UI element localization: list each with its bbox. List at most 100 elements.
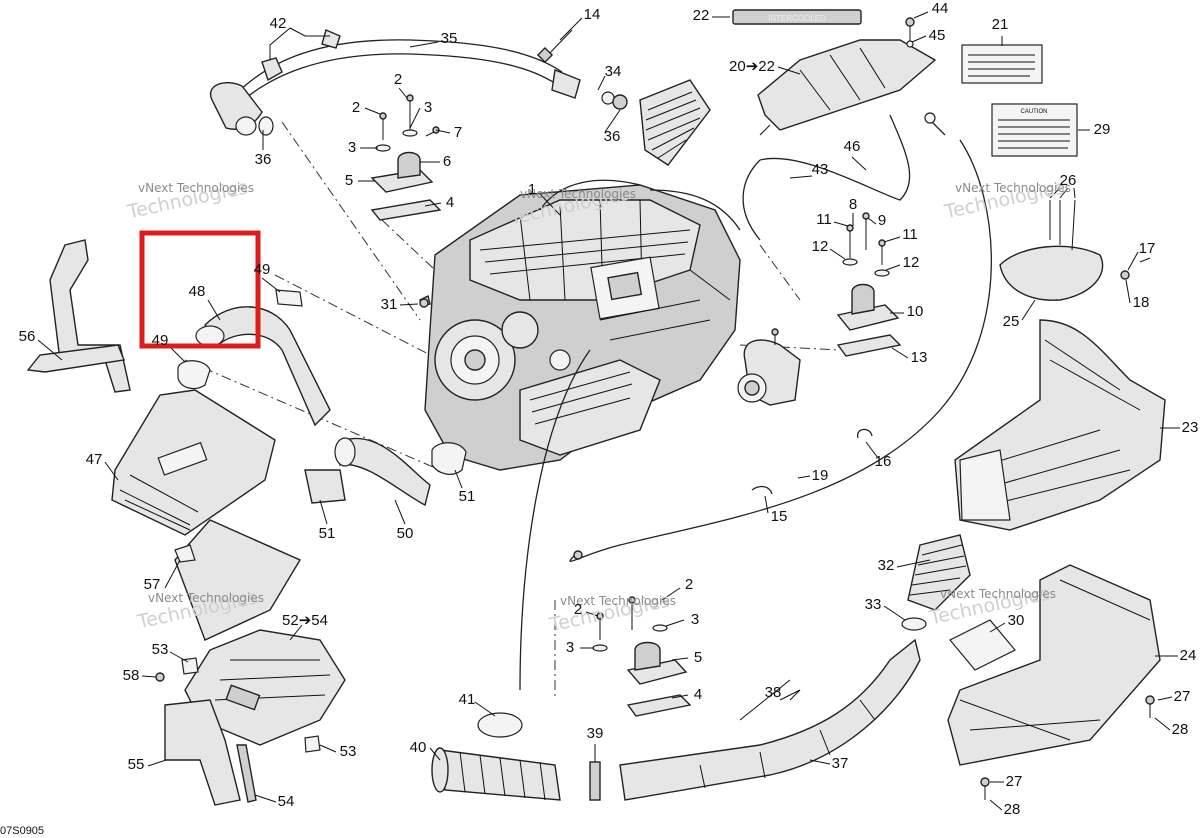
callout-19: 20➔22 [729, 58, 775, 75]
engine-block [419, 179, 741, 471]
callout-49: 52➔54 [282, 612, 328, 629]
lower-air-box [947, 564, 1161, 800]
callout-4: 7 [454, 124, 462, 141]
intercooler-decal-text: INTERCOOLED [768, 14, 826, 23]
engine-mount-right [836, 212, 902, 357]
callout-12: 42 [270, 15, 287, 32]
callout-20: 29 [1094, 121, 1111, 138]
callout-16: 44 [932, 0, 949, 17]
intake-duct [431, 638, 921, 801]
highlight-box [139, 230, 261, 349]
callout-1: 2 [394, 71, 402, 88]
caution-label-text: CAUTION [1021, 109, 1048, 115]
callout-17: 45 [929, 27, 946, 44]
watermark-small-2: vNext Technologies [955, 181, 1071, 195]
callout-43: 31 [381, 296, 398, 313]
callout-62: 33 [865, 596, 882, 613]
callout-72: 38 [765, 684, 782, 701]
warning-labels: CAUTION [961, 44, 1078, 157]
top-cover: INTERCOOLED [732, 9, 937, 136]
callout-29: 10 [907, 303, 924, 320]
callout-34: 25 [1003, 313, 1020, 330]
callout-42: 56 [19, 328, 36, 345]
skid-plate [155, 519, 346, 806]
intercooler [26, 239, 276, 536]
callout-9: 14 [584, 6, 601, 23]
intake-bellows-top [536, 29, 711, 166]
callout-25: 9 [878, 212, 886, 229]
callout-65: 27 [1174, 688, 1191, 705]
callout-70: 40 [410, 739, 427, 756]
callout-31: 26 [1060, 172, 1077, 189]
intake-bellows-lower [901, 534, 971, 631]
callout-30: 13 [911, 349, 928, 366]
callout-5: 3 [348, 139, 356, 156]
callout-73: 37 [832, 755, 849, 772]
callout-51: 58 [123, 667, 140, 684]
callout-64: 24 [1180, 647, 1197, 664]
callout-57: 3 [691, 611, 699, 628]
callout-52: 55 [128, 756, 145, 773]
callout-40: 49 [254, 261, 271, 278]
watermark-small-1: vNext Technologies [520, 187, 636, 201]
callout-44: 47 [86, 451, 103, 468]
callout-63: 30 [1008, 612, 1025, 629]
intercooler-decal [732, 9, 862, 25]
watermark-small-3: vNext Technologies [148, 591, 264, 605]
callout-6: 6 [443, 153, 451, 170]
throttle-body [737, 328, 801, 406]
callout-7: 5 [345, 172, 353, 189]
leader-lines [37, 11, 1180, 811]
callout-61: 32 [878, 557, 895, 574]
callout-68: 28 [1004, 801, 1021, 818]
callout-38: 15 [771, 508, 788, 525]
callout-47: 51 [459, 488, 476, 505]
callout-22: 43 [812, 161, 829, 178]
watermark-small-0: vNext Technologies [138, 181, 254, 195]
callout-10: 34 [605, 63, 622, 80]
callout-71: 39 [587, 725, 604, 742]
callout-28: 12 [903, 254, 920, 271]
callout-45: 51 [319, 525, 336, 542]
callout-50: 53 [152, 641, 169, 658]
callout-15: 22 [693, 7, 710, 24]
callout-56: 2 [574, 601, 582, 618]
callout-59: 5 [694, 649, 702, 666]
callout-36: 16 [875, 453, 892, 470]
image-code: 07S0905 [0, 825, 44, 837]
callout-3: 3 [424, 99, 432, 116]
air-box [954, 199, 1166, 531]
callout-27: 12 [812, 238, 829, 255]
callout-13: 35 [441, 30, 458, 47]
callout-8: 4 [446, 194, 454, 211]
callout-69: 41 [459, 691, 476, 708]
callout-11: 36 [604, 128, 621, 145]
callout-14: 36 [255, 151, 272, 168]
callout-66: 28 [1172, 721, 1189, 738]
callout-18: 21 [992, 16, 1009, 33]
callout-21: 46 [844, 138, 861, 155]
callout-46: 50 [397, 525, 414, 542]
upper-air-hose [209, 29, 581, 136]
callout-39: 48 [189, 283, 206, 300]
callout-60: 4 [694, 686, 702, 703]
callout-53: 53 [340, 743, 357, 760]
callout-58: 3 [566, 639, 574, 656]
watermark-small-5: vNext Technologies [940, 587, 1056, 601]
callout-41: 49 [152, 332, 169, 349]
callout-37: 19 [812, 467, 829, 484]
callout-54: 54 [278, 793, 295, 810]
small-clips [419, 298, 873, 495]
callout-32: 17 [1139, 240, 1156, 257]
callout-55: 2 [685, 576, 693, 593]
engine-mount-bottom [592, 596, 692, 717]
throttle-cable [519, 112, 992, 691]
callout-2: 2 [352, 99, 360, 116]
callout-0: 1 [528, 181, 536, 198]
intercooler-hoses [177, 289, 467, 507]
watermark-small-4: vNext Technologies [560, 594, 676, 608]
engine-mount-left [370, 94, 442, 221]
callout-26: 11 [902, 226, 918, 243]
